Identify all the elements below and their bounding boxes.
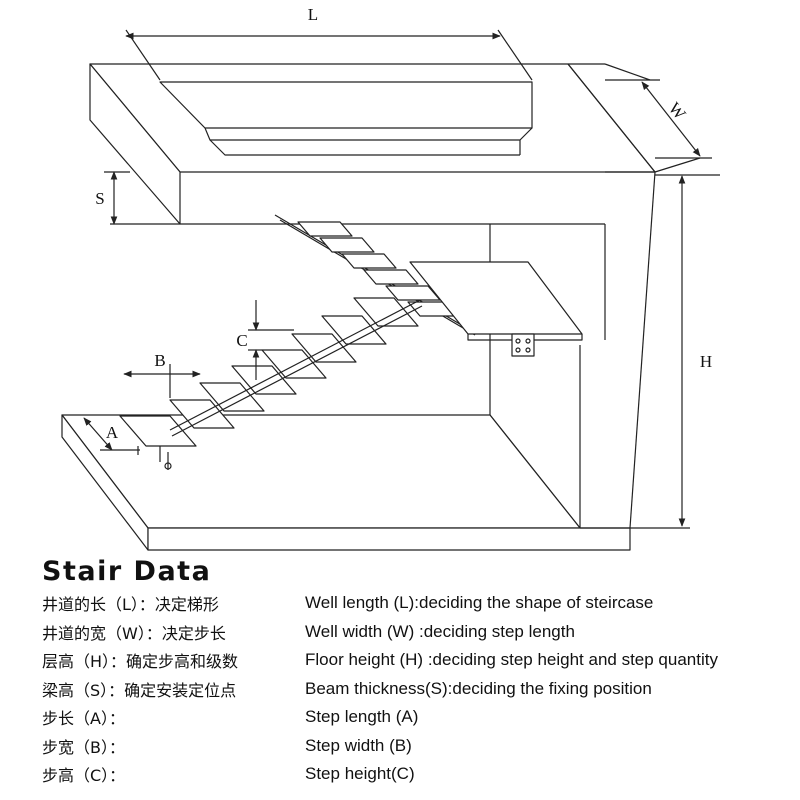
stair-data-row: 层高（H）：确定步高和级数 Floor height (H) :deciding… [42, 646, 782, 675]
row-english-text: Step length (A) [305, 707, 419, 727]
row-english-text: Step width (B) [305, 735, 412, 755]
row-english-text: Step height(C) [305, 764, 415, 784]
row-chinese-text: 梁高（S）：确定安装定位点 [42, 680, 237, 700]
stair-data-row: 步宽（B）： Step width (B) [42, 732, 782, 761]
row-english-text: Beam thickness(S):deciding the fixing po… [305, 678, 652, 698]
dimension-h: H [655, 174, 720, 527]
row-english-text: Well width (W) :deciding step length [305, 621, 575, 641]
stair-data-row: 井道的宽（W）：决定步长 Well width (W) :deciding st… [42, 618, 782, 647]
dimension-l: L [125, 5, 533, 81]
upper-floor-slab [89, 63, 701, 225]
row-chinese-text: 井道的宽（W）：决定步长 [42, 623, 226, 643]
label-h: H [700, 352, 712, 371]
row-chinese-text: 井道的长（L）：决定梯形 [42, 595, 219, 615]
stair-data-row: 梁高（S）：确定安装定位点 Beam thickness(S):deciding… [42, 675, 782, 704]
stair-data-list: 井道的长（L）：决定梯形 Well length (L):deciding th… [42, 589, 782, 789]
row-english-text: Floor height (H) :deciding step height a… [305, 650, 718, 670]
stair-diagram: L W S H A B C [61, 5, 720, 551]
label-s: S [95, 189, 104, 208]
stair-data-row: 井道的长（L）：决定梯形 Well length (L):deciding th… [42, 589, 782, 618]
stair-data-row: 步高（C）： Step height(C) [42, 760, 782, 789]
stair-data-row: 步长（A）： Step length (A) [42, 703, 782, 732]
row-english-text: Well length (L):deciding the shape of st… [305, 593, 654, 613]
dimension-b: B [123, 351, 201, 398]
label-w: W [665, 99, 690, 124]
dimension-s: S [95, 171, 130, 225]
label-l: L [308, 5, 318, 24]
row-chinese-text: 步宽（B）： [42, 737, 125, 757]
upper-stair-flight [274, 214, 583, 357]
label-c: C [236, 331, 247, 350]
lower-stair-flight [119, 297, 423, 470]
dimension-c: C [236, 300, 294, 380]
label-a: A [106, 423, 119, 442]
label-b: B [154, 351, 165, 370]
stair-data-title: Stair Data [42, 556, 212, 587]
row-chinese-text: 步高（C）： [42, 766, 126, 786]
row-chinese-text: 步长（A）： [42, 709, 125, 729]
row-chinese-text: 层高（H）：确定步高和级数 [42, 652, 239, 672]
dimension-a: A [83, 417, 140, 451]
